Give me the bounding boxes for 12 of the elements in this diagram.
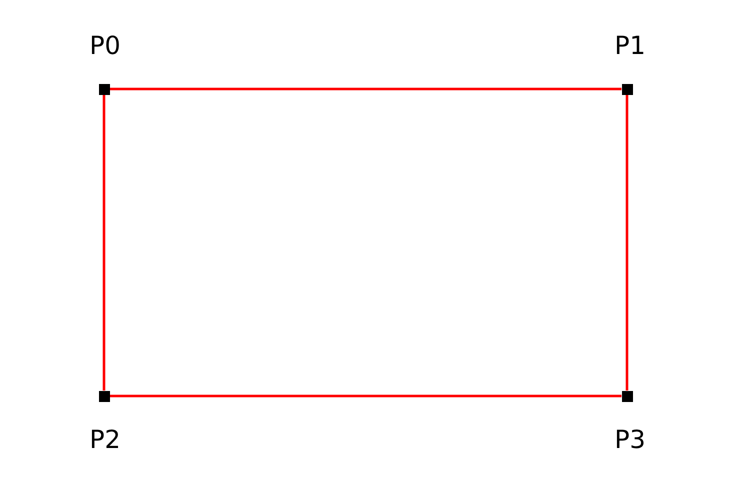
- point-label: P3: [614, 427, 646, 452]
- point-marker: [622, 84, 632, 94]
- point-marker: [622, 390, 632, 402]
- connector-line: [110, 88, 622, 90]
- connector-line: [626, 94, 628, 390]
- point-marker: [98, 390, 110, 402]
- connector-line: [102, 94, 106, 390]
- point-marker: [98, 84, 110, 94]
- point-label: P2: [90, 427, 120, 452]
- point-label: P0: [90, 33, 120, 58]
- connector-line: [110, 394, 622, 398]
- point-label: P1: [614, 33, 646, 58]
